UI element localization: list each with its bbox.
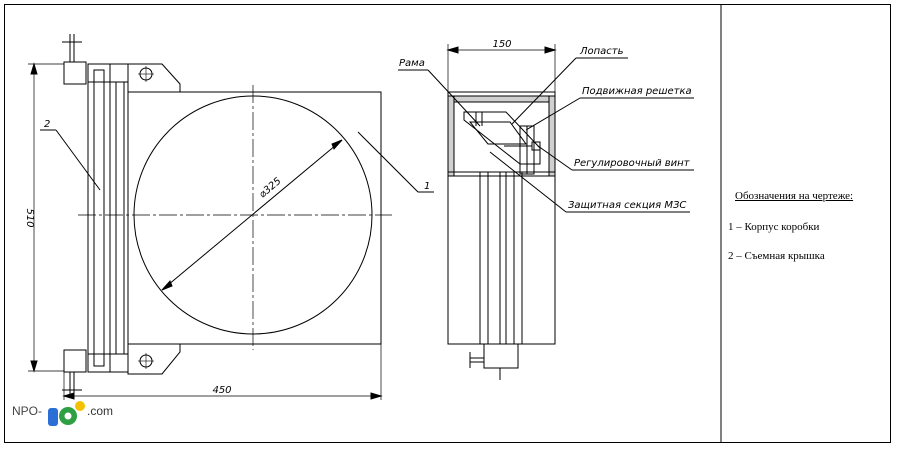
label-grille: Подвижная решетка xyxy=(582,86,692,97)
dim-450-text: 450 xyxy=(212,385,231,396)
label-frame: Рама xyxy=(399,58,425,69)
label-screw: Регулировочный винт xyxy=(574,158,691,169)
label-blade: Лопасть xyxy=(579,46,624,57)
cover-clamp-top xyxy=(87,63,129,83)
removable-cover-inner xyxy=(93,69,105,367)
dim-diameter-text: ⌀325 xyxy=(257,176,283,201)
frame-hatch-right xyxy=(548,95,556,177)
diameter-dim-line xyxy=(161,139,343,291)
logo-suffix: .com xyxy=(87,404,114,418)
front-view xyxy=(28,34,434,400)
label-section: Защитная секция МЗС xyxy=(568,200,686,211)
logo-u-shape xyxy=(48,408,58,426)
legend-item-2: 2 – Съемная крышка xyxy=(728,250,825,262)
leader-2-text: 2 xyxy=(44,119,50,130)
legend-title: Обозначения на чертеже: xyxy=(735,190,854,202)
blade-body xyxy=(463,111,541,165)
shaft-bottom-block xyxy=(483,343,519,369)
leader-grille-line xyxy=(525,97,581,131)
sheet-border xyxy=(4,4,891,443)
dim-450-arrow-left xyxy=(62,392,75,400)
side-view xyxy=(398,44,694,380)
dim-150-text: 150 xyxy=(492,39,511,50)
shaft-outer xyxy=(479,171,523,345)
housing-plate xyxy=(127,91,382,345)
removable-cover-outer xyxy=(87,63,111,373)
latch-top-body xyxy=(63,61,87,85)
logo-dot-shape xyxy=(75,401,85,411)
legend-item-1: 1 – Корпус коробки xyxy=(728,221,820,233)
latch-bottom-body xyxy=(63,349,87,373)
dim-510-arrow-top xyxy=(30,62,38,75)
leader-frame-line xyxy=(427,69,481,127)
logo-prefix: NPO- xyxy=(12,404,42,418)
blade-plate xyxy=(468,121,527,145)
side-housing xyxy=(447,91,556,345)
dim-510-text: 510 xyxy=(24,208,35,227)
mount-bracket-bottom xyxy=(127,343,181,375)
cover-clamp-bottom xyxy=(87,353,129,373)
leader-2-line xyxy=(55,129,101,191)
dim-150-arrow-right xyxy=(544,46,557,54)
leader-section-line xyxy=(489,151,567,213)
diameter-arrow-upper xyxy=(331,139,343,150)
leader-blade-line xyxy=(511,57,577,125)
logo-gear-icon xyxy=(48,401,85,426)
cover-rail xyxy=(109,81,125,355)
mount-bracket-top xyxy=(127,63,181,93)
frame-hatch-left xyxy=(447,95,455,177)
dim-150-arrow-left xyxy=(446,46,459,54)
dim-450-arrow-right xyxy=(370,392,383,400)
leader-1-line xyxy=(357,131,419,193)
leader-1-text: 1 xyxy=(424,181,430,192)
legend-panel: Обозначения на чертеже: 1 – Корпус короб… xyxy=(724,6,890,442)
npo-logo: NPO- .com xyxy=(12,398,122,428)
logo-gear-hole xyxy=(64,412,72,420)
diameter-arrow-lower xyxy=(161,280,173,291)
dim-510-arrow-bottom xyxy=(30,360,38,373)
leader-screw-line xyxy=(537,145,573,171)
duct-opening-circle xyxy=(133,95,373,335)
